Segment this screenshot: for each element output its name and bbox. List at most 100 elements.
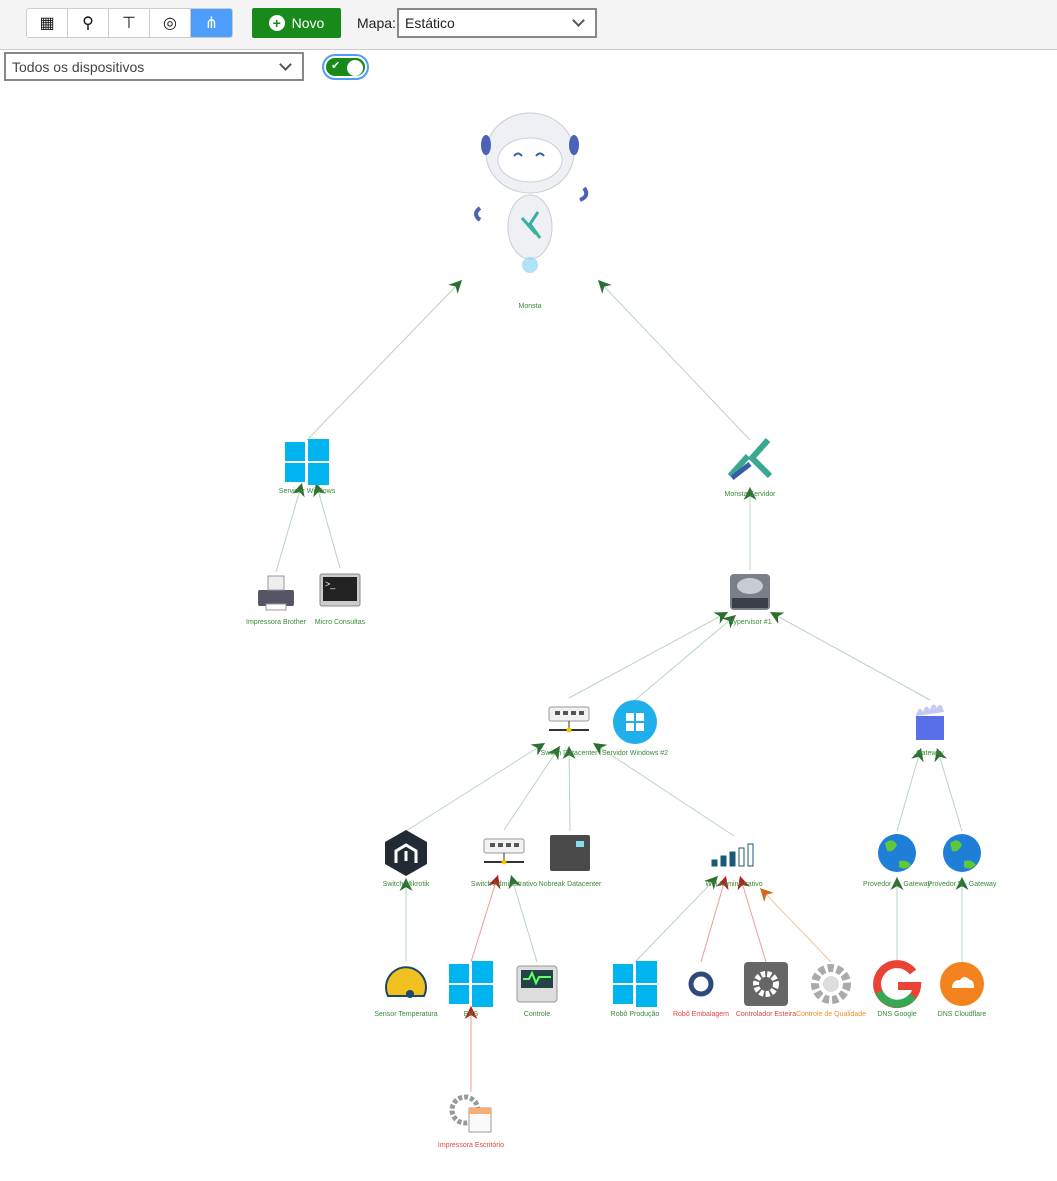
node-label: ERS [464, 1011, 479, 1018]
edge-nobreak-swdc [562, 745, 576, 832]
edge-msrv-monsta [597, 279, 751, 441]
switch-icon [483, 838, 525, 865]
node-impesc[interactable]: Impressora Escritório [438, 1094, 504, 1149]
signal-bars-icon [711, 843, 754, 867]
node-label: Nobreak Datacenter [539, 881, 602, 888]
edge-gw-hyper [769, 611, 931, 701]
network-map-view-button[interactable]: ⋔ [191, 9, 232, 37]
node-label: Monsta Servidor [725, 491, 777, 498]
grid-view-button[interactable]: ▦ [27, 9, 68, 37]
node-ctrlq[interactable]: Controle de Qualidade [796, 964, 866, 1018]
windows-circle-icon [613, 700, 657, 744]
node-hyper[interactable]: Hypervisor #1 [728, 574, 772, 626]
node-dnsc[interactable]: DNS Cloudflare [938, 962, 987, 1018]
printer-icon [258, 575, 294, 611]
toggle-switch[interactable]: ✔ [322, 54, 369, 80]
node-nobreak[interactable]: Nobreak Datacenter [539, 835, 602, 888]
edge-ctrlq-wifi [759, 887, 832, 963]
node-swdc[interactable]: Switch Datacenter [541, 706, 598, 757]
plus-icon: + [268, 15, 285, 31]
node-swadm[interactable]: Switch Administrativo [471, 838, 537, 888]
node-micro[interactable]: >_Micro Consultas [315, 573, 366, 626]
node-label: Sensor Temperatura [374, 1011, 437, 1018]
new-button[interactable]: + Novo [252, 8, 341, 38]
view-mode-group: ▦ ⚲ ⊤ ◎ ⋔ [26, 8, 233, 38]
globe-icon [943, 834, 981, 872]
node-robemb[interactable]: Robô Embalagem [673, 971, 729, 1018]
node-label: Robô Embalagem [673, 1011, 729, 1018]
node-provB[interactable]: Provedor B - Gateway [928, 834, 997, 888]
node-label: Gateway [916, 750, 944, 757]
node-robprod[interactable]: Robô Produção [611, 961, 660, 1018]
node-label: Provedor A - Gateway [863, 881, 932, 888]
radial-icon: ◎ [163, 15, 177, 32]
grid-icon: ▦ [39, 15, 55, 32]
node-label: Robô Produção [611, 1011, 660, 1018]
node-monsta[interactable]: Monsta [474, 112, 589, 310]
node-label: Servidor Windows [279, 488, 336, 495]
check-icon: ✔ [331, 60, 341, 72]
svg-text:>_: >_ [325, 579, 336, 589]
node-ers[interactable]: ERS [449, 961, 493, 1018]
map-label: Mapa: [357, 15, 396, 31]
edge-provB-gw [934, 747, 963, 832]
edge-swadm-swdc [503, 745, 561, 831]
edge-robemb-wifi [700, 875, 729, 963]
gauge-icon [385, 966, 427, 998]
switch-icon [548, 706, 590, 733]
node-label: Controlador Esteira [736, 1011, 796, 1018]
monitor-activity-icon [516, 965, 558, 1003]
search-button[interactable]: ⚲ [68, 9, 109, 37]
google-icon [873, 960, 922, 1009]
gear-document-icon [449, 1094, 492, 1133]
node-srvwin[interactable]: Servidor Windows [279, 439, 336, 495]
gear-box-icon [744, 962, 788, 1006]
node-wifi[interactable]: Wifi Administrativo [705, 843, 763, 888]
ups-icon [550, 835, 590, 871]
node-dnsg[interactable]: DNS Google [873, 960, 922, 1018]
node-label: Impressora Escritório [438, 1142, 504, 1149]
edge-ctrlest-wifi [737, 875, 767, 963]
map-select[interactable]: Estático [397, 8, 597, 38]
edge-swdc-hyper [568, 611, 729, 699]
node-label: Servidor Windows #2 [602, 750, 668, 757]
cloudflare-icon [940, 962, 984, 1006]
device-filter-select[interactable]: Todos os dispositivos [4, 52, 304, 81]
edge-robprod-wifi [634, 875, 719, 963]
globe-icon [878, 834, 916, 872]
node-label: Impressora Brother [246, 619, 307, 626]
node-ctrlest[interactable]: Controlador Esteira [736, 962, 796, 1018]
edge-srvwin2-hyper [634, 614, 737, 701]
toolbar: ▦ ⚲ ⊤ ◎ ⋔ + Novo Mapa: Estático [0, 0, 1057, 50]
radial-view-button[interactable]: ◎ [150, 9, 191, 37]
node-label: DNS Cloudflare [938, 1011, 987, 1018]
node-label: Wifi Administrativo [705, 881, 762, 888]
node-gw[interactable]: Gateway [916, 704, 944, 757]
node-controle[interactable]: Controle [516, 965, 558, 1018]
edge-wifi-swdc [592, 742, 735, 837]
node-provA[interactable]: Provedor A - Gateway [863, 834, 932, 888]
node-mikro[interactable]: Switch Mikrotik [383, 830, 430, 888]
terminal-icon: >_ [319, 573, 361, 607]
node-label: Controle [524, 1011, 551, 1018]
hierarchy-view-button[interactable]: ⊤ [109, 9, 150, 37]
edge-provA-gw [896, 747, 924, 832]
node-msrv[interactable]: Monsta Servidor [725, 438, 777, 498]
edge-micro-srvwin [313, 482, 341, 569]
node-sensor[interactable]: Sensor Temperatura [374, 966, 438, 1018]
gear-icon [811, 964, 851, 1004]
edge-ers-swadm [470, 874, 501, 963]
node-label: Controle de Qualidade [796, 1011, 866, 1018]
monsta-logo-icon [727, 438, 773, 480]
node-printer[interactable]: Impressora Brother [246, 575, 307, 626]
node-label: Switch Mikrotik [383, 881, 430, 888]
windows-icon [449, 961, 493, 1007]
node-label: DNS Google [877, 1011, 916, 1018]
network-map-icon: ⋔ [204, 15, 219, 32]
node-label: Switch Datacenter [541, 750, 598, 757]
node-srvwin2[interactable]: Servidor Windows #2 [602, 700, 668, 757]
refresh-icon [688, 971, 714, 997]
new-button-label: Novo [291, 15, 325, 31]
mikrotik-icon [385, 830, 427, 876]
